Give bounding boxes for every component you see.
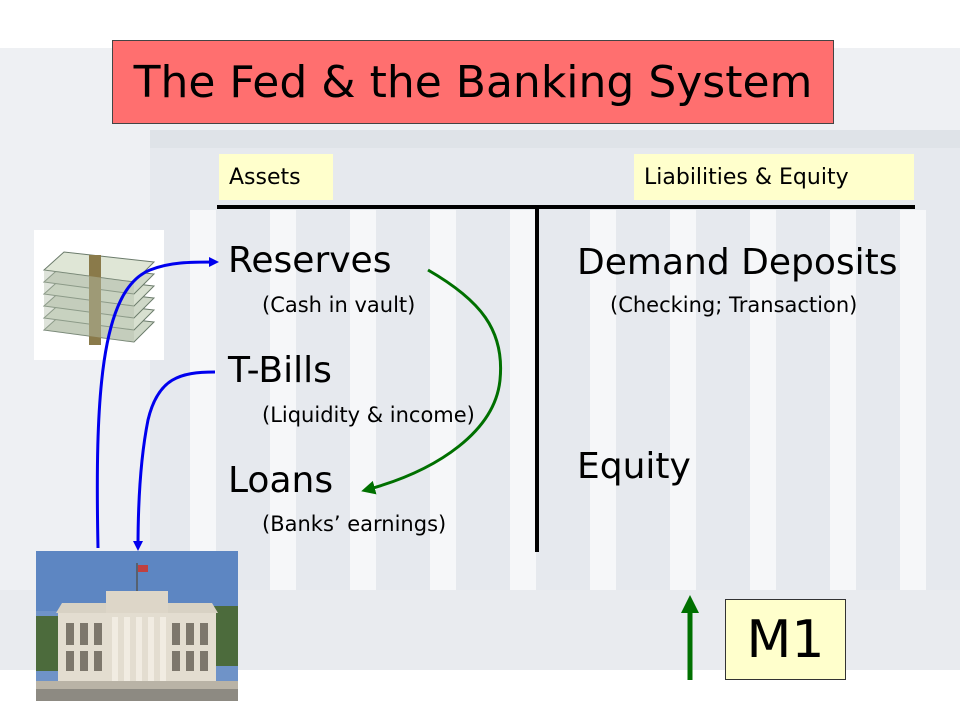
money-stack-icon	[34, 230, 164, 360]
assets-header: Assets	[219, 154, 333, 200]
asset-loans: Loans	[228, 460, 334, 501]
t-account-vertical-line	[535, 207, 539, 552]
liabilities-header: Liabilities & Equity	[634, 154, 914, 200]
liability-demand-deposits: Demand Deposits	[577, 242, 898, 283]
t-account-horizontal-line	[217, 205, 915, 209]
m1-label: M1	[725, 599, 846, 680]
slide-title: The Fed & the Banking System	[112, 40, 834, 124]
asset-reserves: Reserves	[228, 240, 392, 281]
asset-loans-note: (Banks’ earnings)	[262, 512, 447, 536]
asset-tbills: T-Bills	[228, 350, 332, 391]
federal-reserve-building-icon	[36, 551, 238, 701]
liability-demand-deposits-note: (Checking; Transaction)	[610, 293, 858, 317]
asset-tbills-note: (Liquidity & income)	[262, 403, 475, 427]
liability-equity: Equity	[577, 446, 691, 487]
asset-reserves-note: (Cash in vault)	[262, 293, 416, 317]
